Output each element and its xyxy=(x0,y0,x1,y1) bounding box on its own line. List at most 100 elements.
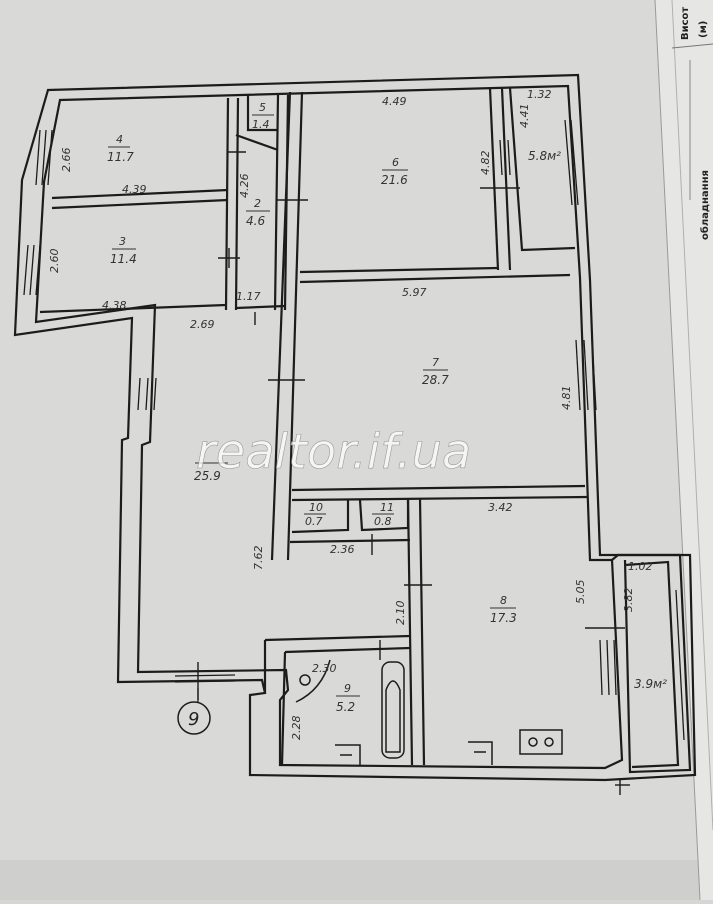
room-4-number: 4 xyxy=(116,133,123,146)
room-4-area: 11.7 xyxy=(107,150,134,164)
window-room-4 xyxy=(35,129,53,186)
window-balcony-right xyxy=(675,589,685,741)
window-balcony-top xyxy=(564,119,579,206)
stove xyxy=(519,729,563,755)
bathtub-inner xyxy=(385,680,401,753)
toilet-kitchen xyxy=(468,741,493,765)
wall-6-7 xyxy=(299,266,499,274)
dim-3-82: 3.82 xyxy=(622,588,635,613)
wall-4-3-right-inner xyxy=(234,97,240,311)
room-11-area: 0.8 xyxy=(374,515,392,528)
dimension-labels: 2.66 4.39 2.60 4.38 4.26 1.17 2.69 4.49 … xyxy=(48,88,653,740)
dim-4-81: 4.81 xyxy=(560,386,573,411)
dim-4-41: 4.41 xyxy=(518,104,531,129)
wall-4-bottom xyxy=(51,188,229,200)
room-8-number: 8 xyxy=(500,594,507,607)
wall-balcony-right-inner xyxy=(624,560,680,769)
room-labels: 4 11.7 3 11.4 5 1.4 2 4.6 6 21.6 7 28.7 … xyxy=(107,101,667,714)
wall-6-7-inner xyxy=(299,273,571,284)
side-unit-label: (м) xyxy=(698,21,709,38)
room-6-number: 6 xyxy=(392,156,399,169)
wall-2-right xyxy=(273,94,280,311)
dim-2-10: 2.10 xyxy=(394,601,407,626)
wall-4-bottom-inner xyxy=(51,198,229,210)
dim-2-30: 2.30 xyxy=(312,662,337,675)
room-6-area: 21.6 xyxy=(381,173,408,187)
outer-wall-outer xyxy=(13,73,697,782)
door-swing-bath xyxy=(295,659,331,703)
wall-6-right-inner xyxy=(500,87,512,271)
axis-marker-label: 9 xyxy=(188,709,199,730)
dim-1-17: 1.17 xyxy=(236,290,261,303)
room-9-number: 9 xyxy=(344,682,351,695)
room-11-number: 11 xyxy=(380,501,394,514)
room-3-number: 3 xyxy=(119,235,126,248)
balcony-top-area: 5.8м² xyxy=(528,149,561,163)
dim-2-36: 2.36 xyxy=(330,543,355,556)
dim-4-49: 4.49 xyxy=(382,95,407,108)
wall-10 xyxy=(291,500,350,534)
window-room-6-balcony xyxy=(491,139,511,176)
dim-7-62: 7.62 xyxy=(252,546,265,571)
wall-5-diag xyxy=(235,133,279,152)
wall-balcony-left xyxy=(508,87,576,252)
room-7-area: 28.7 xyxy=(422,373,449,387)
wall-8-left xyxy=(406,497,414,766)
room-5-number: 5 xyxy=(259,101,266,114)
wall-9-top xyxy=(264,634,411,642)
wall-main-vertical-inner xyxy=(286,91,304,561)
boiler-icon xyxy=(299,674,311,686)
window-room-3 xyxy=(23,244,41,296)
wall-3-bottom xyxy=(39,303,227,314)
wall-6-right xyxy=(488,87,500,271)
wall-2-bottom xyxy=(235,304,286,310)
dim-2-28: 2.28 xyxy=(290,716,303,741)
room-8-area: 17.3 xyxy=(490,611,517,625)
wall-8-left-inner xyxy=(418,497,426,766)
dim-4-38: 4.38 xyxy=(102,299,127,312)
dim-1-32: 1.32 xyxy=(527,88,552,101)
side-height-label: Висот xyxy=(680,7,691,40)
walls xyxy=(13,73,697,782)
dim-3-42: 3.42 xyxy=(488,501,513,514)
dim-4-39: 4.39 xyxy=(122,183,147,196)
room-7-number: 7 xyxy=(432,356,439,369)
door-marks xyxy=(197,151,630,795)
room-2-area: 4.6 xyxy=(246,214,265,228)
dim-4-26: 4.26 xyxy=(238,174,251,199)
side-document: Висот (м) обладнання xyxy=(654,0,713,901)
wall-4-3-right xyxy=(224,97,230,311)
windows xyxy=(23,119,685,741)
window-hall xyxy=(137,377,157,411)
wall-10-11-bottom xyxy=(289,538,411,544)
dim-5-97: 5.97 xyxy=(402,286,427,299)
dim-4-82: 4.82 xyxy=(479,151,492,176)
watermark: realtor.if.ua xyxy=(196,424,471,480)
window-bottom-hall xyxy=(174,674,236,683)
paper-shadow xyxy=(0,860,713,900)
wall-7-bottom xyxy=(291,484,586,492)
room-1-area: 25.9 xyxy=(194,469,221,483)
fixtures xyxy=(295,659,563,765)
window-room-7 xyxy=(575,339,597,411)
wall-5 xyxy=(246,95,278,132)
side-equipment-label: обладнання xyxy=(699,170,711,240)
dim-2-69: 2.69 xyxy=(190,318,215,331)
room-10-number: 10 xyxy=(309,501,323,514)
room-5-area: 1.4 xyxy=(252,118,270,131)
wall-balcony-right xyxy=(611,553,692,774)
window-room-8 xyxy=(599,639,617,696)
wall-main-vertical xyxy=(270,91,292,561)
dim-2-60: 2.60 xyxy=(48,249,61,274)
balcony-right-area: 3.9м² xyxy=(634,677,667,691)
wall-7-bottom-inner xyxy=(291,495,589,502)
bathtub xyxy=(381,661,405,759)
wall-9-top-inner xyxy=(284,646,411,654)
room-10-area: 0.7 xyxy=(305,515,323,528)
toilet-bath xyxy=(335,744,361,765)
room-3-area: 11.4 xyxy=(110,252,137,266)
axis-marker: 9 xyxy=(177,688,211,735)
